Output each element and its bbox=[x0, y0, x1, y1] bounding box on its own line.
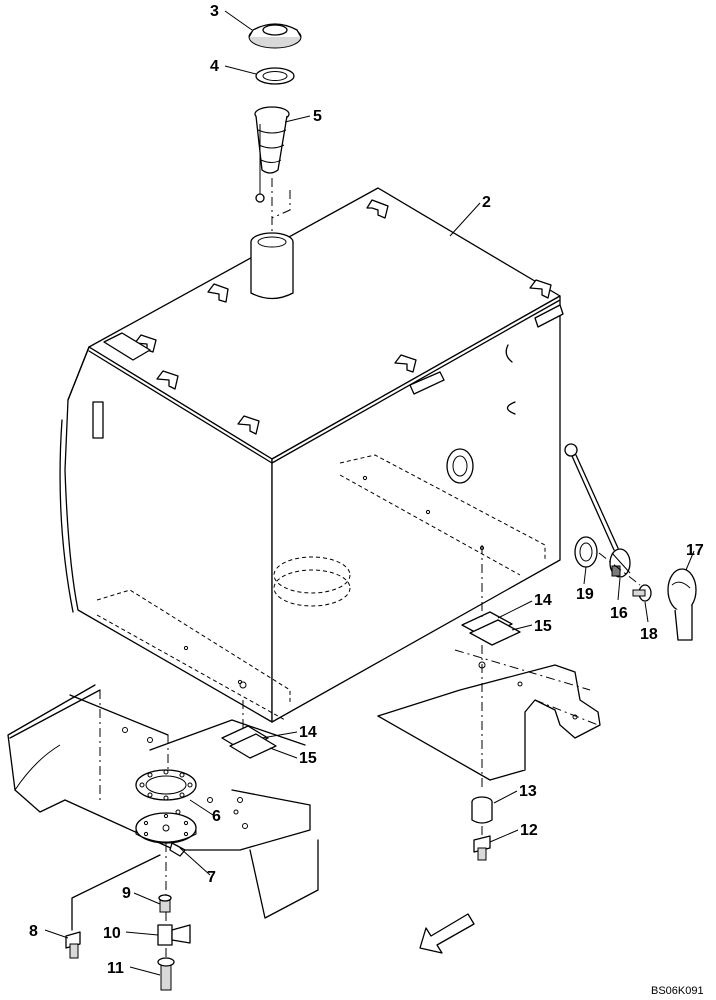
callout-11: 11 bbox=[107, 960, 124, 977]
callout-15-left: 15 bbox=[299, 750, 317, 767]
callout-14-right: 14 bbox=[534, 592, 552, 609]
fuel-cap-part-3 bbox=[248, 23, 302, 49]
mount-pad-right bbox=[461, 545, 521, 790]
callout-3: 3 bbox=[210, 3, 219, 20]
drawing-code: BS06K091 bbox=[651, 985, 704, 997]
connector-part-17 bbox=[667, 568, 697, 641]
callout-9: 9 bbox=[122, 885, 131, 902]
fitting-part-9 bbox=[158, 894, 172, 913]
callout-10: 10 bbox=[103, 925, 121, 942]
bolt-part-12 bbox=[473, 835, 491, 861]
gasket-part-19 bbox=[574, 536, 598, 568]
callout-6: 6 bbox=[212, 808, 221, 825]
callout-14-left: 14 bbox=[299, 724, 317, 741]
bolt-part-18 bbox=[632, 584, 652, 602]
callout-19: 19 bbox=[576, 586, 594, 603]
mount-pad-left bbox=[221, 681, 277, 759]
callout-17: 17 bbox=[686, 542, 704, 559]
gauge-sender-part-16 bbox=[609, 548, 631, 578]
front-direction-arrow bbox=[419, 913, 475, 954]
callout-18: 18 bbox=[640, 626, 658, 643]
strainer-part-5 bbox=[254, 106, 290, 235]
callout-16: 16 bbox=[610, 605, 628, 622]
level-float-arm bbox=[564, 443, 619, 551]
drain-cock-part-10 bbox=[157, 924, 191, 946]
right-frame-bracket bbox=[377, 649, 601, 781]
callout-4: 4 bbox=[210, 58, 219, 75]
gasket-part-4 bbox=[255, 67, 295, 85]
fuel-tank-body bbox=[59, 187, 564, 723]
callout-12: 12 bbox=[520, 822, 538, 839]
callout-7: 7 bbox=[207, 869, 216, 886]
callout-2: 2 bbox=[482, 194, 491, 211]
callout-13: 13 bbox=[519, 783, 537, 800]
callout-15-right: 15 bbox=[534, 618, 552, 635]
leader-lines bbox=[44, 10, 695, 976]
callout-8: 8 bbox=[29, 923, 38, 940]
spacer-part-13 bbox=[471, 796, 493, 824]
bolt-part-8 bbox=[65, 931, 81, 959]
hose-fitting-part-11 bbox=[157, 957, 175, 991]
callout-5: 5 bbox=[313, 108, 322, 125]
gasket-part-6 bbox=[135, 769, 197, 801]
